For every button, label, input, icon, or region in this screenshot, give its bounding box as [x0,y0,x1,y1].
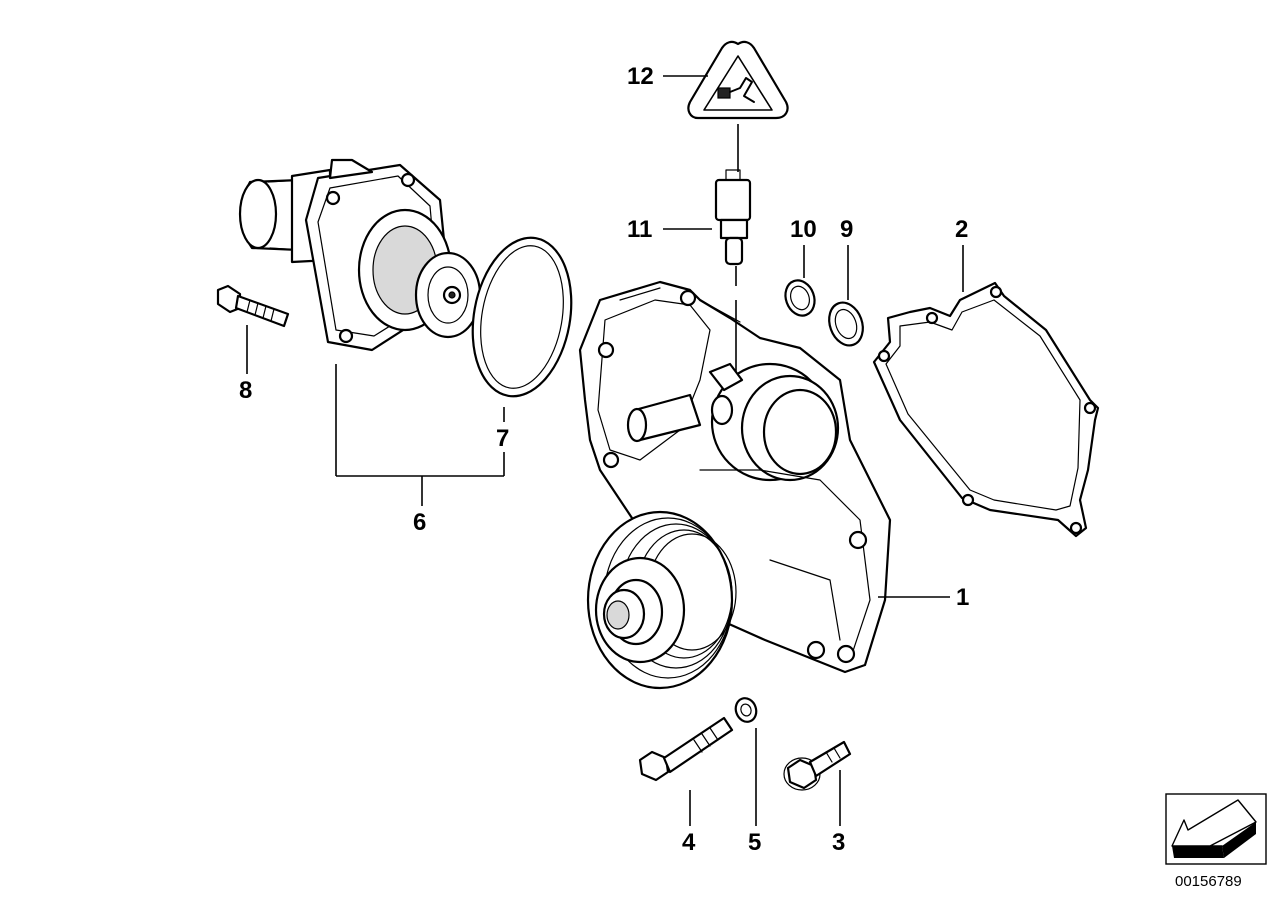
bolt-4 [638,716,734,782]
callout-1: 1 [956,584,969,611]
bolt-3 [783,740,852,791]
document-number: 00156789 [1175,873,1242,890]
callout-10: 10 [790,216,817,243]
callout-4: 4 [682,829,696,856]
bolt-8 [216,284,290,328]
callout-9: 9 [840,216,853,243]
thermostat-housing [238,158,482,352]
callout-2: 2 [955,216,968,243]
o-ring-9 [828,301,864,347]
temperature-sensor [714,169,752,266]
arrow-back-icon[interactable] [1165,793,1267,865]
washer [734,697,758,723]
callout-5: 5 [748,829,761,856]
gasket [872,281,1100,538]
callout-11: 11 [627,216,652,243]
callout-6: 6 [413,509,426,536]
water-pump [578,280,892,690]
callout-12: 12 [627,63,654,90]
electrical-connector-warning-icon [687,40,789,120]
leader-lines [246,75,964,826]
o-ring-10 [784,279,816,317]
callout-8: 8 [239,377,252,404]
callout-labels: 12 11 10 9 2 1 8 7 6 4 5 3 [239,63,969,856]
seal-ring [471,236,573,398]
callout-7: 7 [496,425,509,452]
callout-3: 3 [832,829,845,856]
